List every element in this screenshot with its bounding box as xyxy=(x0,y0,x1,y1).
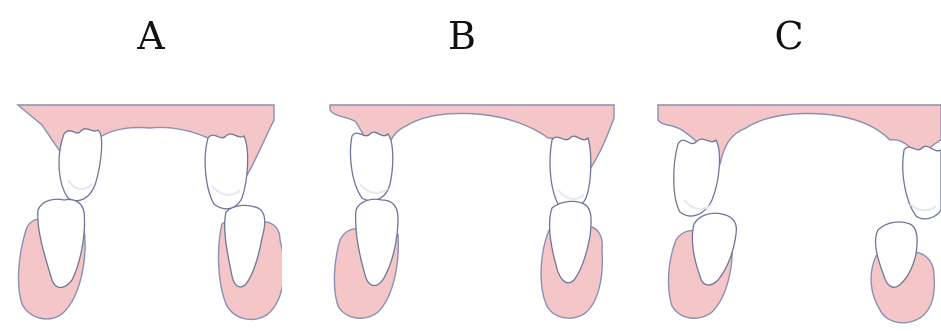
upper-right-tooth xyxy=(903,146,941,219)
panel-c-drawing xyxy=(654,100,941,325)
panel-label-a: A xyxy=(121,14,181,58)
panel-label-c: C xyxy=(759,14,819,58)
panel-a xyxy=(12,100,282,325)
panel-label-b: B xyxy=(432,14,492,58)
upper-left-tooth xyxy=(674,139,720,216)
panel-a-drawing xyxy=(12,100,282,325)
panel-c xyxy=(654,100,941,325)
panel-b-drawing xyxy=(326,100,616,325)
upper-right-tooth xyxy=(205,134,248,209)
panel-b xyxy=(326,100,616,325)
